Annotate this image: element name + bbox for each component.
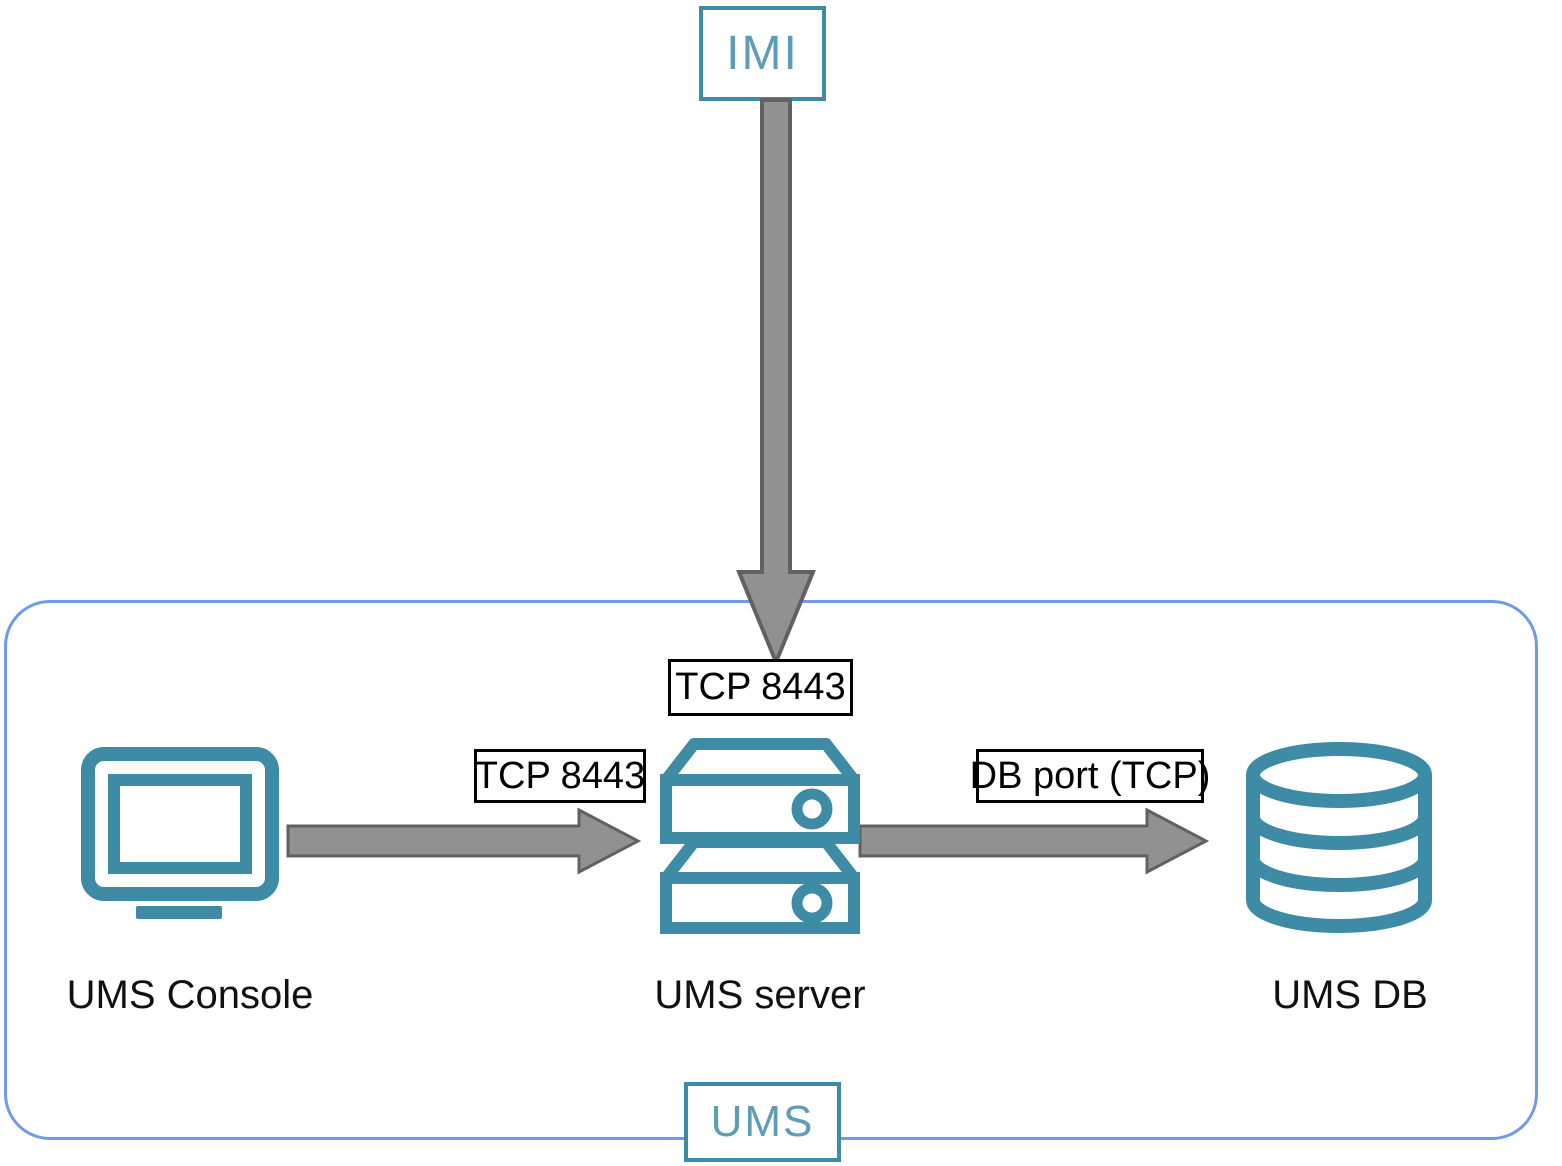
port-label-console-to-server: TCP 8443: [474, 749, 646, 803]
monitor-screen: [108, 774, 252, 874]
port-label-text: DB port (TCP): [969, 754, 1211, 797]
server-led-upper: [791, 788, 833, 830]
port-label-server-to-db: DB port (TCP): [970, 749, 1210, 803]
db-bottom-arc: [1246, 899, 1432, 933]
monitor-icon: [80, 747, 280, 923]
port-label-imi-to-server: TCP 8443: [668, 659, 853, 716]
arrow-server-to-db: [858, 807, 1210, 875]
node-label-ums-console: UMS Console: [66, 973, 314, 1017]
server-rack-icon: [660, 738, 860, 934]
imi-zone-label-box: IMI: [699, 6, 826, 101]
port-label-text: TCP 8443: [474, 754, 646, 797]
port-label-text: TCP 8443: [675, 666, 846, 708]
node-label-ums-db: UMS DB: [1272, 973, 1428, 1017]
ums-zone-label-text: UMS: [710, 1097, 815, 1146]
arrow-shape-down: [736, 98, 816, 668]
database-cylinder-icon: [1243, 742, 1435, 933]
db-divider-2: [1246, 858, 1432, 892]
imi-zone-label-text: IMI: [726, 27, 799, 80]
arrow-shape-right: [858, 807, 1210, 875]
monitor-stand: [136, 906, 222, 919]
node-label-ums-server: UMS server: [654, 973, 866, 1017]
ums-zone-label-box: UMS: [684, 1082, 841, 1162]
server-chassis-lower: [660, 872, 860, 934]
db-divider-1: [1246, 816, 1432, 850]
server-led-lower: [791, 882, 833, 924]
db-top-ellipse: [1246, 742, 1432, 808]
arrow-imi-to-server: [736, 98, 828, 668]
arrow-console-to-server: [286, 807, 642, 875]
monitor-outer-frame: [81, 747, 279, 901]
arrow-shape-right: [286, 807, 642, 875]
